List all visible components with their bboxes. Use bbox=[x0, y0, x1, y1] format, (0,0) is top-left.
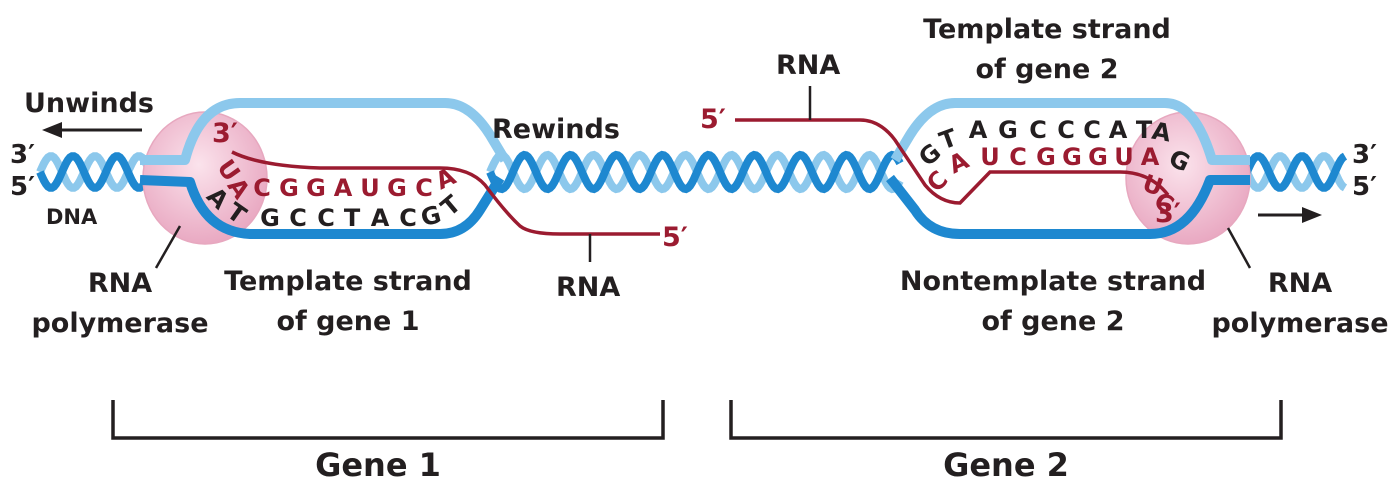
rna-base: G bbox=[1088, 143, 1108, 171]
rna-base: G bbox=[306, 174, 326, 202]
dna-base: A bbox=[1150, 117, 1174, 148]
dna-base: G bbox=[260, 204, 280, 232]
unwinds-arrow bbox=[42, 122, 142, 138]
dna-base: C bbox=[399, 204, 417, 232]
left-3prime-label: 3′ bbox=[10, 140, 35, 170]
unwinds-label: Unwinds bbox=[24, 88, 154, 119]
dna-base: A bbox=[1109, 116, 1128, 144]
gene2-template-strand bbox=[890, 98, 1250, 165]
dna-base: C bbox=[1029, 116, 1047, 144]
polymerase-right-leader bbox=[1226, 227, 1252, 269]
dna-base: C bbox=[1083, 116, 1101, 144]
rna1-3prime-label: 3′ bbox=[212, 118, 238, 149]
polymerase-left-label-2: polymerase bbox=[31, 308, 208, 339]
rna-base: G bbox=[1036, 143, 1056, 171]
rna-bottom-label: RNA bbox=[556, 272, 620, 303]
dna-base: A bbox=[371, 204, 390, 232]
gene2-label: Gene 2 bbox=[943, 446, 1069, 484]
rna-strand-gene2 bbox=[735, 118, 1170, 205]
rna2-5prime-label: 5′ bbox=[700, 104, 726, 135]
template-gene1-label-1: Template strand bbox=[224, 266, 472, 297]
dna-helix-middle bbox=[486, 150, 904, 194]
gene2-bracket bbox=[729, 400, 1283, 440]
rna-base: A bbox=[944, 146, 973, 179]
nontemplate-gene2-label-1: Nontemplate strand bbox=[900, 266, 1206, 297]
nontemplate-gene2-label-2: of gene 2 bbox=[981, 306, 1124, 337]
rna-base: C bbox=[921, 165, 953, 197]
gene1-template-strand bbox=[139, 175, 505, 239]
dna-base: T bbox=[344, 204, 361, 232]
gene1-top-strand bbox=[140, 98, 510, 165]
dna-base: T bbox=[1136, 116, 1153, 144]
dna-base: A bbox=[969, 116, 988, 144]
rna2-3prime-label: 3′ bbox=[1155, 198, 1181, 229]
polymerase-left-leader bbox=[154, 225, 182, 269]
right-3prime-label: 3′ bbox=[1352, 140, 1377, 170]
dna-label: DNA bbox=[46, 205, 98, 229]
direction-arrow-right bbox=[1258, 207, 1322, 223]
rna-strand-gene1 bbox=[231, 150, 660, 236]
dna-base: C bbox=[317, 204, 335, 232]
rna1-5prime-label: 5′ bbox=[662, 222, 688, 253]
gene1-label: Gene 1 bbox=[315, 446, 441, 484]
rna-base: C bbox=[253, 174, 271, 202]
rna-base: C bbox=[1009, 143, 1027, 171]
dna-base: C bbox=[289, 204, 307, 232]
polymerase-left-label-1: RNA bbox=[88, 268, 152, 299]
rna-base: G bbox=[387, 174, 407, 202]
rna-base: A bbox=[431, 162, 460, 195]
gene2-nontemplate-strand bbox=[886, 174, 1250, 239]
rna-base: U bbox=[360, 174, 380, 202]
rna-base: C bbox=[415, 174, 433, 202]
rna-base: A bbox=[1141, 143, 1160, 171]
rna-top-label: RNA bbox=[776, 50, 840, 81]
right-5prime-label: 5′ bbox=[1352, 172, 1377, 202]
rna-base: G bbox=[1062, 143, 1082, 171]
left-5prime-label: 5′ bbox=[10, 172, 35, 202]
template-gene2-label-2: of gene 2 bbox=[975, 54, 1118, 85]
rewinds-label: Rewinds bbox=[492, 114, 620, 145]
dna-base: G bbox=[998, 116, 1018, 144]
polymerase-right-label-2: polymerase bbox=[1211, 308, 1388, 339]
rna-base: G bbox=[279, 174, 299, 202]
template-gene2-label-1: Template strand bbox=[923, 14, 1171, 45]
dna-strand-dark bbox=[486, 150, 904, 194]
template-gene1-label-2: of gene 1 bbox=[276, 306, 419, 337]
polymerase-right-label-1: RNA bbox=[1268, 268, 1332, 299]
rna-base: U bbox=[980, 143, 1000, 171]
dna-base: C bbox=[1057, 116, 1075, 144]
dna-strand-dark bbox=[36, 152, 163, 192]
rna-base: A bbox=[334, 174, 353, 202]
gene1-bracket bbox=[111, 400, 665, 440]
rna-base: U bbox=[1114, 143, 1134, 171]
